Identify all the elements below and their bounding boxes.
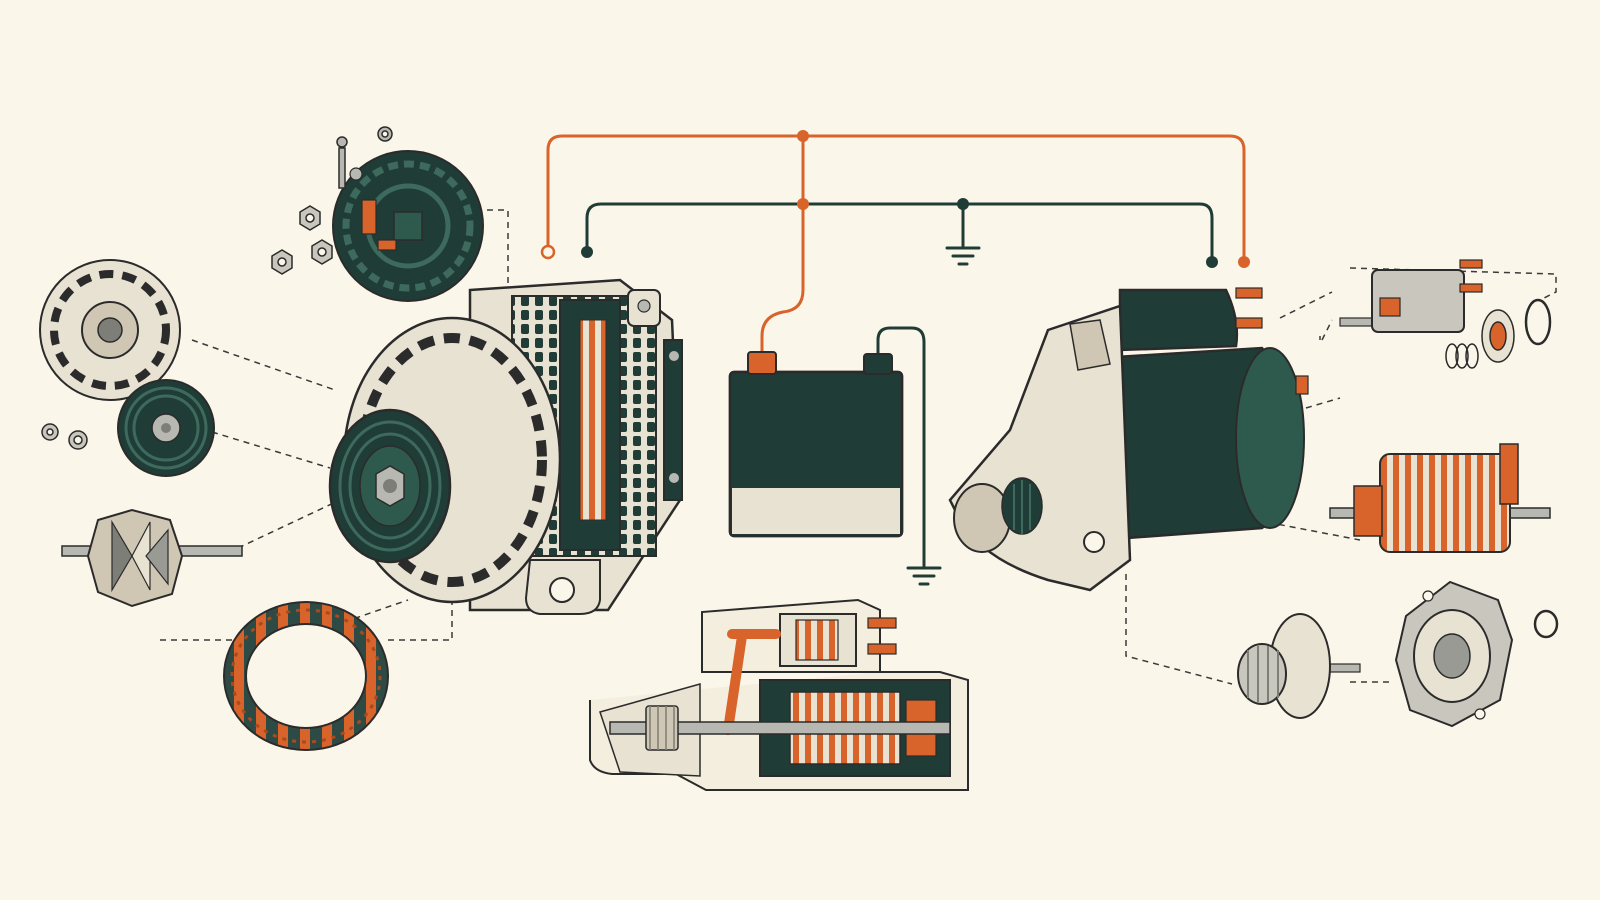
starter-positive-terminal xyxy=(1238,256,1250,268)
alternator-rotor xyxy=(61,508,243,608)
armature xyxy=(1329,443,1551,553)
bolt-icon xyxy=(336,126,393,189)
junction-dot xyxy=(957,198,969,210)
positive-wire xyxy=(546,134,1246,264)
ground-symbol-icon xyxy=(945,246,981,266)
alternator xyxy=(328,278,683,615)
battery-positive-terminal xyxy=(747,351,777,375)
ground-symbol-icon xyxy=(906,566,942,586)
alternator-stator xyxy=(223,601,389,751)
alternator-rear-cover xyxy=(332,150,484,302)
alternator-b-plus-terminal xyxy=(540,244,556,260)
washer-icon xyxy=(41,423,88,450)
ground-wire xyxy=(585,202,1214,264)
battery xyxy=(728,351,904,538)
junction-dot xyxy=(797,130,809,142)
starter-cutaway xyxy=(589,598,969,791)
alternator-pulley xyxy=(117,379,215,477)
starter-ground-terminal xyxy=(1206,256,1218,268)
battery-ground-wire xyxy=(876,326,926,568)
alternator-front-housing xyxy=(39,259,181,401)
washer-icon xyxy=(1533,609,1559,639)
starter-motor xyxy=(948,287,1309,592)
positive-wire-to-battery xyxy=(760,134,805,354)
leader-lines xyxy=(160,209,1557,685)
battery-negative-terminal xyxy=(863,353,893,375)
drive-end-housing xyxy=(1394,580,1514,728)
pinion-gear xyxy=(1237,613,1361,719)
junction-dot xyxy=(797,198,809,210)
plunger-icon xyxy=(1481,298,1552,363)
nut-icon xyxy=(271,205,333,275)
alternator-ground-terminal xyxy=(581,246,593,258)
spring-icon xyxy=(1445,343,1479,369)
solenoid xyxy=(1339,259,1483,333)
wiring xyxy=(540,130,1250,568)
